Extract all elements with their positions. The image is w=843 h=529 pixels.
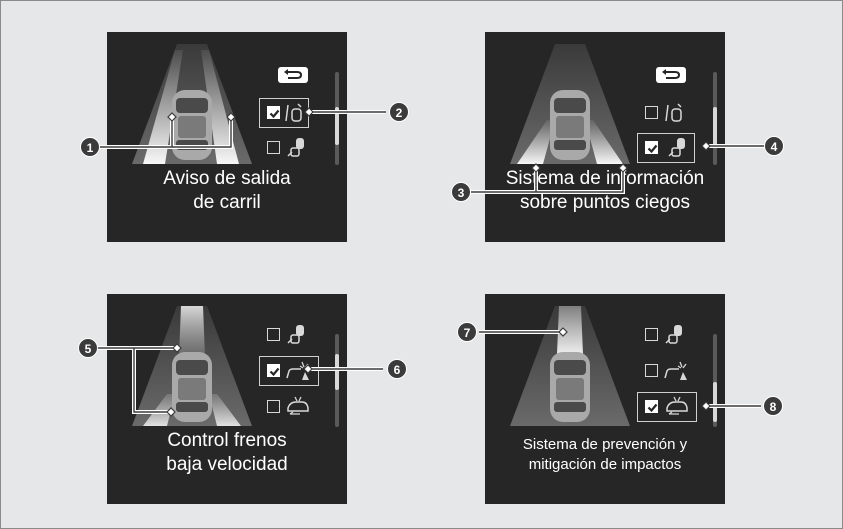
scrollbar[interactable] bbox=[335, 334, 339, 427]
lane-departure-checkbox[interactable] bbox=[645, 106, 658, 119]
selected-item-frame bbox=[259, 356, 319, 386]
right-rear-sensor-zone bbox=[209, 394, 241, 426]
blind-spot-scene bbox=[510, 44, 630, 164]
check-icon bbox=[269, 109, 280, 119]
collision-mitigation-panel: Sistema de prevención y mitigación de im… bbox=[485, 294, 725, 504]
low-speed-braking-caption: Control frenos baja velocidad bbox=[107, 429, 347, 477]
blind-spot-checkbox[interactable] bbox=[645, 328, 658, 341]
blind-spot-panel: Sistema de información sobre puntos cieg… bbox=[485, 32, 725, 242]
car-icon bbox=[172, 90, 212, 160]
callout-badge-8: 8 bbox=[763, 396, 783, 416]
low-speed-braking-checkbox[interactable] bbox=[267, 364, 280, 377]
front-sensor-zone bbox=[179, 306, 205, 356]
selected-item-frame bbox=[637, 392, 697, 422]
callout-badge-7: 7 bbox=[457, 322, 477, 342]
blind-spot-icon bbox=[287, 138, 304, 157]
lane-departure-checkbox[interactable] bbox=[267, 106, 280, 119]
low-speed-braking-icon bbox=[286, 361, 309, 380]
caption-line: sobre puntos ciegos bbox=[519, 191, 691, 213]
scrollbar-thumb[interactable] bbox=[713, 382, 717, 422]
collision-mitigation-checkbox[interactable] bbox=[645, 400, 658, 413]
scrollbar[interactable] bbox=[335, 72, 339, 165]
check-icon bbox=[647, 144, 658, 154]
blind-spot-checkbox[interactable] bbox=[267, 141, 280, 154]
check-icon bbox=[647, 403, 658, 413]
selected-item-frame bbox=[637, 133, 695, 163]
blind-spot-caption: Sistema de información sobre puntos cieg… bbox=[485, 167, 725, 215]
back-button[interactable] bbox=[656, 67, 686, 83]
caption-line: Sistema de información bbox=[505, 168, 705, 189]
back-arrow-icon bbox=[662, 69, 681, 79]
callout-badge-2: 2 bbox=[389, 102, 409, 122]
front-detection-zone bbox=[557, 306, 583, 354]
blind-spot-checkbox[interactable] bbox=[267, 328, 280, 341]
scrollbar[interactable] bbox=[713, 72, 717, 165]
low-speed-braking-icon bbox=[664, 361, 687, 380]
lane-departure-icon bbox=[665, 103, 682, 122]
blind-spot-icon bbox=[287, 325, 304, 344]
callout-badge-3: 3 bbox=[451, 182, 471, 202]
check-icon bbox=[269, 367, 280, 377]
caption-line: mitigación de impactos bbox=[528, 455, 682, 473]
blind-spot-icon bbox=[668, 138, 685, 157]
callout-badge-4: 4 bbox=[764, 136, 784, 156]
scrollbar-thumb[interactable] bbox=[713, 107, 717, 145]
collision-mitigation-scene bbox=[510, 306, 630, 426]
car-icon bbox=[550, 352, 590, 422]
callout-badge-6: 6 bbox=[387, 359, 407, 379]
low-speed-braking-checkbox[interactable] bbox=[645, 364, 658, 377]
callout-badge-1: 1 bbox=[80, 137, 100, 157]
caption-line: Sistema de prevención y bbox=[522, 436, 688, 453]
back-arrow-icon bbox=[284, 69, 303, 79]
lane-departure-icon bbox=[285, 103, 302, 122]
lane-departure-panel: Aviso de salida de carril bbox=[107, 32, 347, 242]
car-icon bbox=[172, 352, 212, 422]
low-speed-braking-panel: Control frenos baja velocidad bbox=[107, 294, 347, 504]
lane-departure-caption: Aviso de salida de carril bbox=[107, 167, 347, 215]
left-blind-spot-zone bbox=[517, 120, 555, 164]
collision-mitigation-icon bbox=[666, 396, 688, 415]
callout-badge-5: 5 bbox=[78, 338, 98, 358]
caption-line: de carril bbox=[193, 191, 261, 213]
caption-line: baja velocidad bbox=[166, 453, 288, 475]
scrollbar[interactable] bbox=[713, 334, 717, 427]
caption-line: Aviso de salida bbox=[163, 168, 291, 189]
blind-spot-checkbox[interactable] bbox=[645, 141, 658, 154]
collision-mitigation-checkbox[interactable] bbox=[267, 400, 280, 413]
collision-mitigation-icon bbox=[287, 396, 309, 415]
scrollbar-thumb[interactable] bbox=[335, 107, 339, 145]
right-blind-spot-zone bbox=[585, 120, 623, 164]
back-button[interactable] bbox=[278, 67, 308, 83]
scrollbar-thumb[interactable] bbox=[335, 354, 339, 390]
car-icon bbox=[550, 90, 590, 160]
blind-spot-icon bbox=[665, 325, 682, 344]
caption-line: Control frenos bbox=[167, 430, 287, 451]
collision-mitigation-caption: Sistema de prevención y mitigación de im… bbox=[485, 435, 725, 475]
